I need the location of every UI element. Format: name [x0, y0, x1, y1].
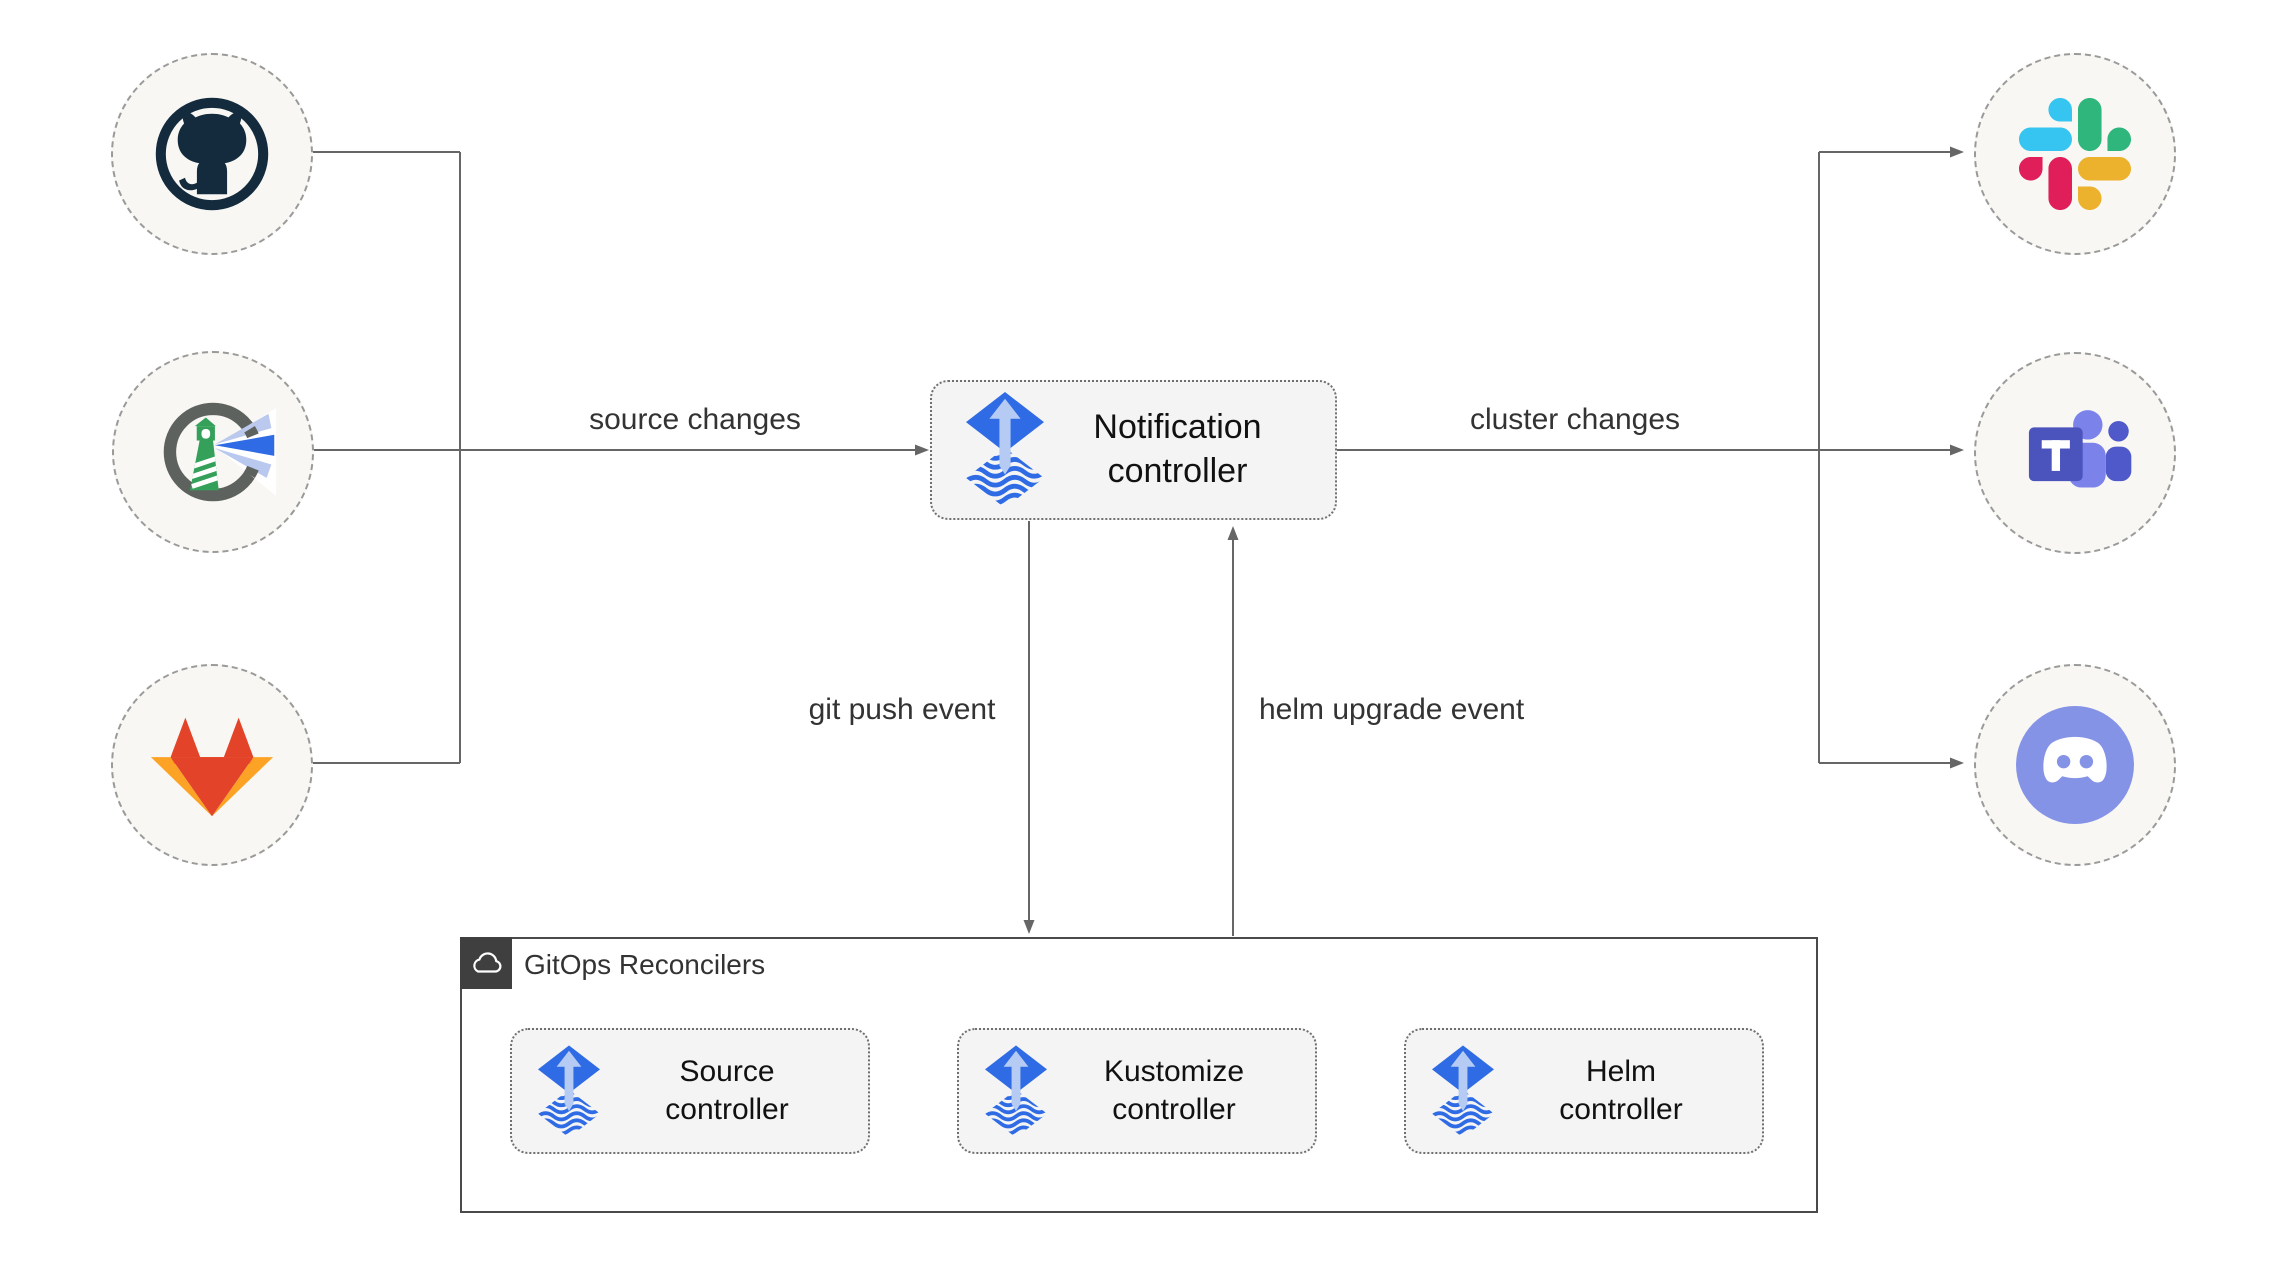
gitops-reconcilers-container: GitOps Reconcilers Source controller Kus… — [460, 937, 1818, 1213]
source-controller-label: Source controller — [665, 1054, 789, 1126]
node-harbor — [112, 351, 314, 553]
microsoft-teams-icon — [2028, 410, 2132, 488]
gitops-badge — [460, 937, 512, 989]
flux-icon — [1432, 1045, 1494, 1138]
kustomize-controller-label: Kustomize controller — [1103, 1054, 1245, 1126]
node-github — [111, 53, 313, 255]
discord-icon — [2016, 706, 2134, 824]
harbor-icon — [163, 402, 277, 502]
node-slack — [1974, 53, 2176, 255]
helm-controller-box: Helm controller — [1404, 1028, 1764, 1154]
slack-icon — [2019, 98, 2131, 210]
gitlab-icon — [150, 717, 274, 817]
edge-label-source-changes: source changes — [589, 403, 801, 436]
kustomize-controller-box: Kustomize controller — [957, 1028, 1317, 1154]
flux-icon — [966, 392, 1044, 508]
node-discord — [1974, 664, 2176, 866]
helm-controller-label: Helm controller — [1559, 1054, 1683, 1126]
source-controller-box: Source controller — [510, 1028, 870, 1154]
edge-label-cluster-changes: cluster changes — [1469, 403, 1681, 436]
github-icon — [155, 97, 269, 211]
notification-controller-box: Notification controller — [930, 380, 1337, 520]
flux-icon — [985, 1045, 1047, 1138]
notification-controller-label: Notification controller — [1093, 408, 1262, 490]
gitops-title: GitOps Reconcilers — [524, 949, 766, 980]
node-microsoft-teams — [1974, 352, 2176, 554]
cloud-icon — [473, 951, 502, 973]
edge-label-git-push-event: git push event — [808, 693, 996, 726]
flux-icon — [538, 1045, 600, 1138]
edge-label-helm-upgrade-event: helm upgrade event — [1259, 693, 1525, 726]
node-gitlab — [111, 664, 313, 866]
